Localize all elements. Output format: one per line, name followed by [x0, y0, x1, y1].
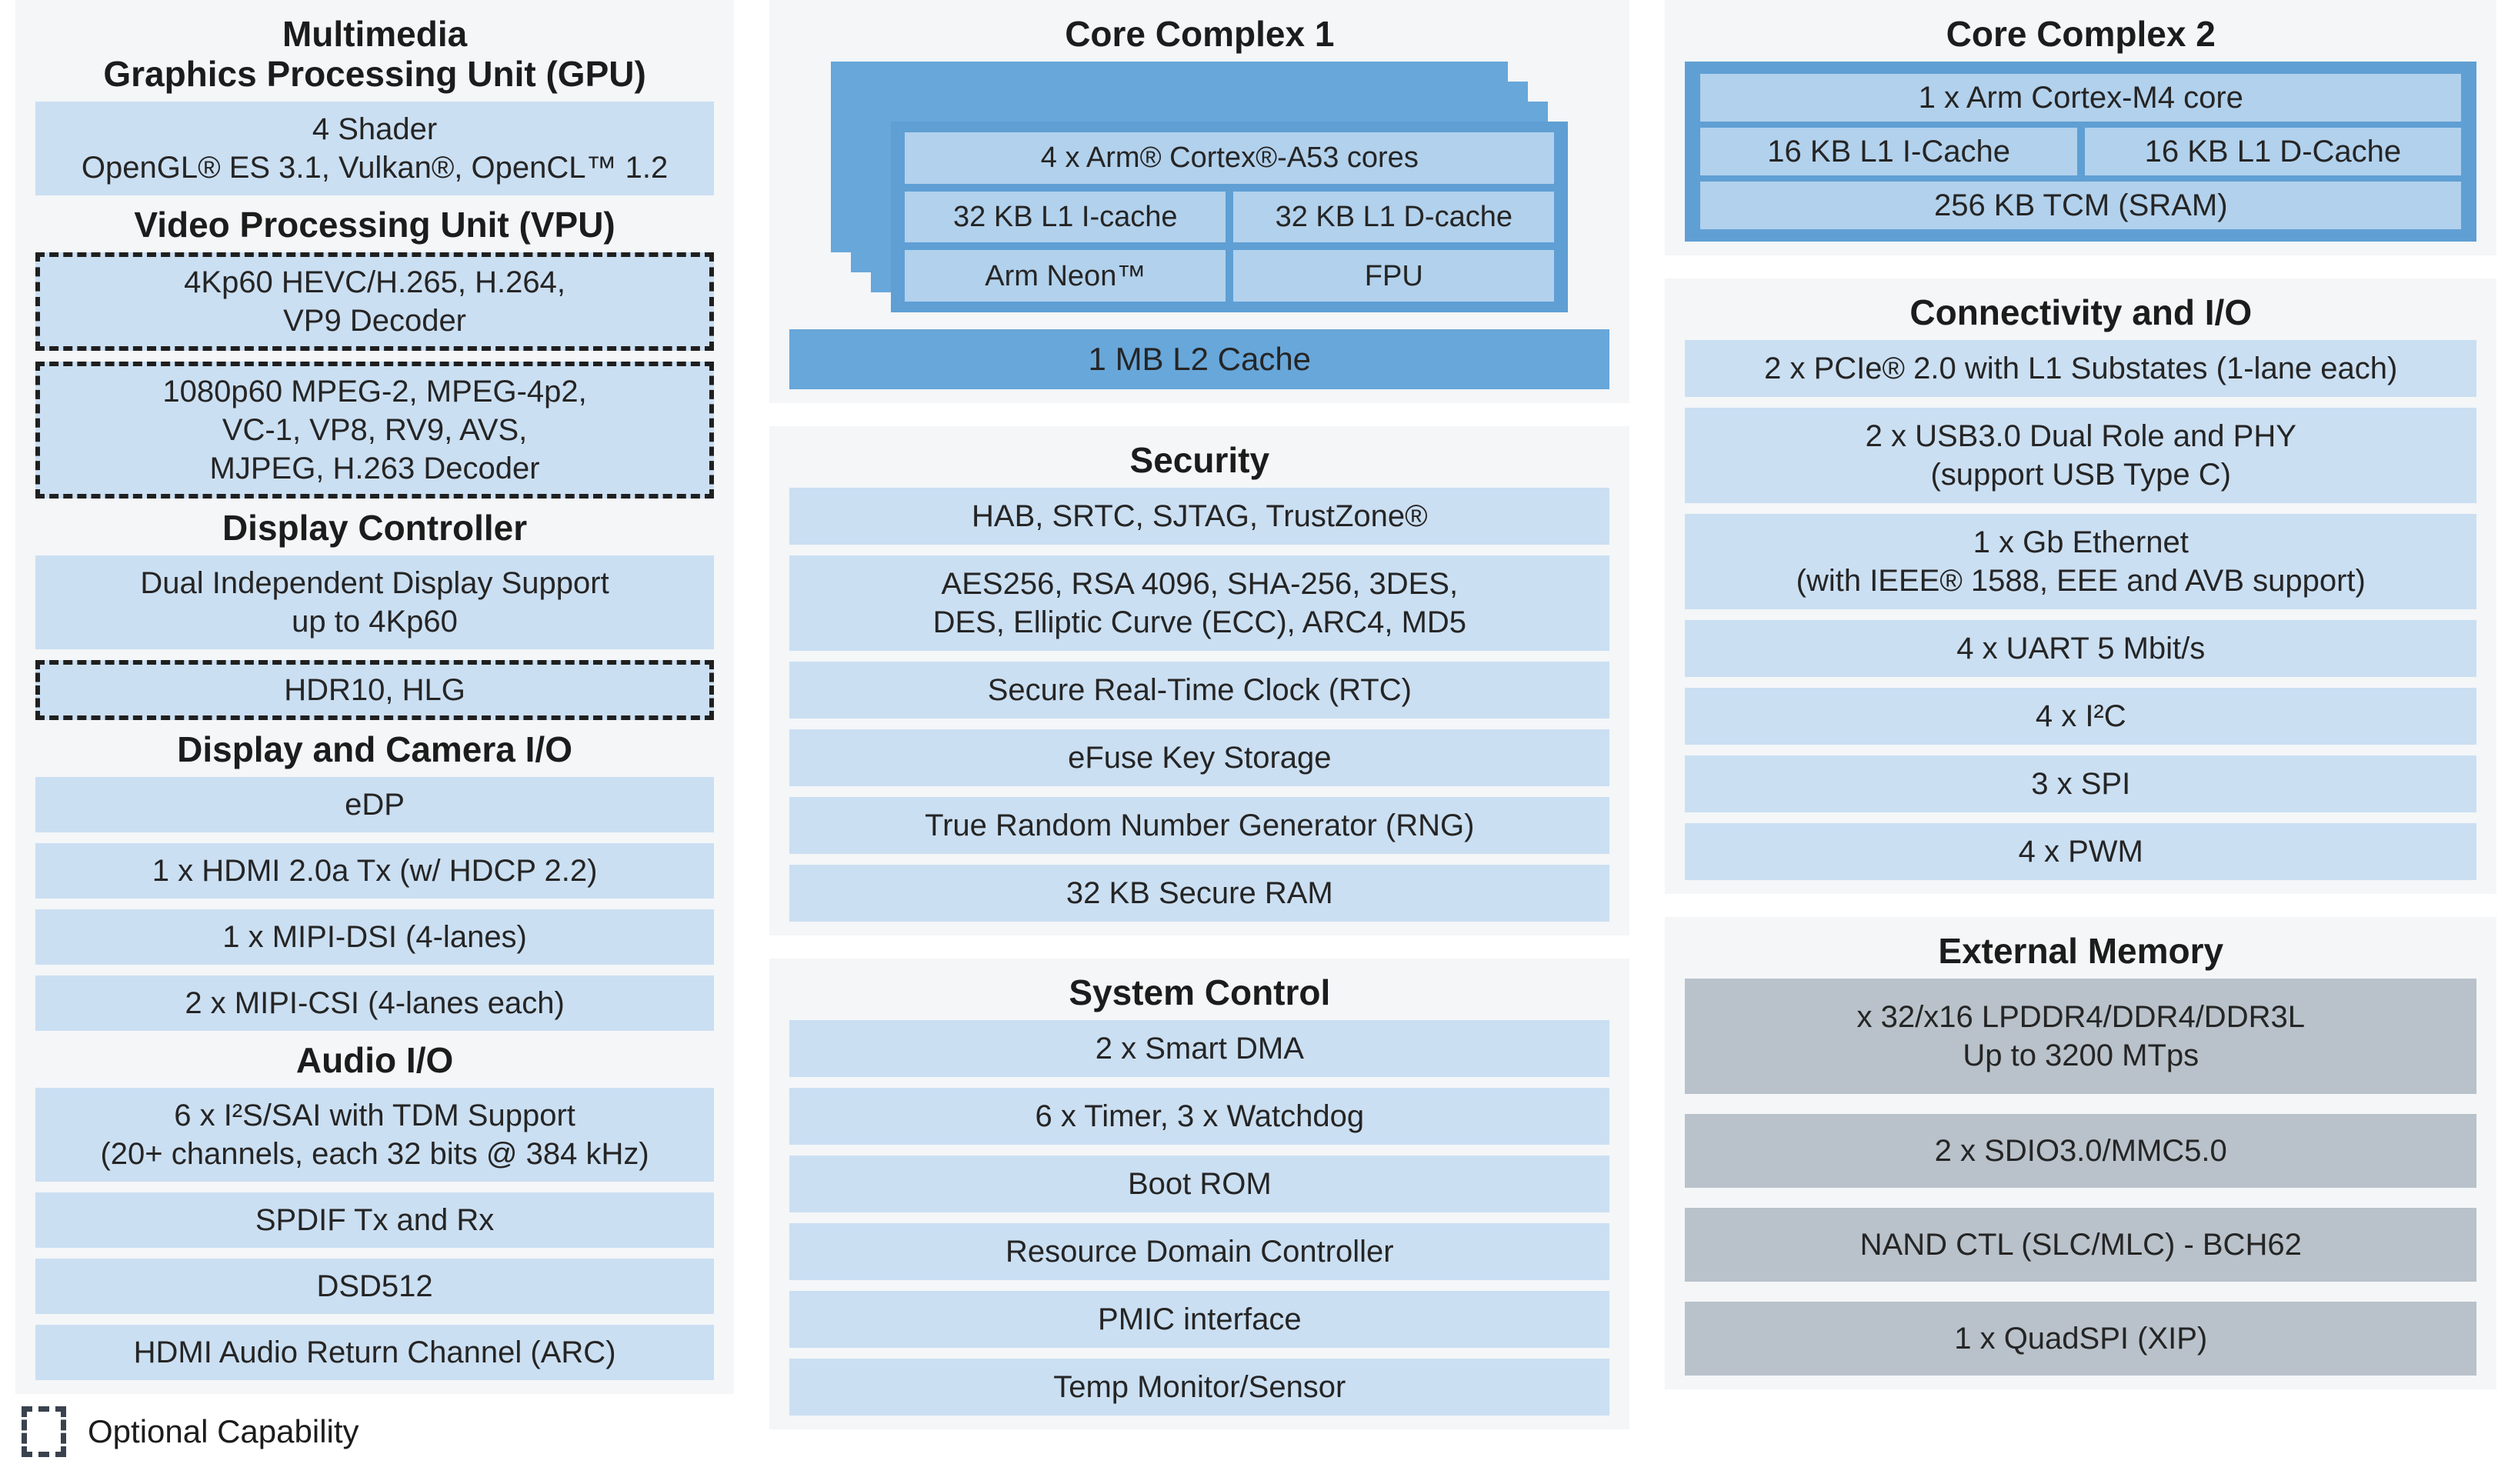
section-title-display-camera-io: Display and Camera I/O [177, 729, 572, 769]
feature-box-l2-cache: 1 MB L2 Cache [789, 329, 1610, 389]
feature-box-resource-domain-controller: Resource Domain Controller [789, 1223, 1610, 1280]
legend-label: Optional Capability [88, 1413, 359, 1449]
feature-box-smart-dma: 2 x Smart DMA [789, 1020, 1610, 1077]
feature-box-lpddr4: x 32/x16 LPDDR4/DDR4/DDR3L Up to 3200 MT… [1685, 979, 2476, 1094]
panel-system-control: System Control 2 x Smart DMA 6 x Timer, … [769, 959, 1630, 1429]
column-core2-connectivity-memory: Core Complex 2 1 x Arm Cortex-M4 core 16… [1665, 0, 2496, 1484]
feature-box-usb3: 2 x USB3.0 Dual Role and PHY (support US… [1685, 408, 2476, 503]
feature-box-secure-rtc: Secure Real-Time Clock (RTC) [789, 662, 1610, 719]
feature-box-timer-watchdog: 6 x Timer, 3 x Watchdog [789, 1088, 1610, 1145]
feature-box-efuse: eFuse Key Storage [789, 729, 1610, 786]
feature-box-spdif: SPDIF Tx and Rx [35, 1192, 715, 1248]
feature-box-edp: eDP [35, 777, 715, 832]
feature-box-m4-dcache: 16 KB L1 D-Cache [2084, 128, 2462, 175]
cortex-a53-core-stack: 4 x Arm® Cortex®-A53 cores 32 KB L1 I-ca… [831, 62, 1569, 312]
simd-fpu-row: Arm Neon™ FPU [905, 250, 1555, 302]
section-title-core-complex-1: Core Complex 1 [1065, 14, 1335, 54]
feature-box-pwm: 4 x PWM [1685, 823, 2476, 880]
feature-box-boot-rom: Boot ROM [789, 1156, 1610, 1212]
feature-box-crypto: AES256, RSA 4096, SHA-256, 3DES, DES, El… [789, 555, 1610, 651]
section-title-connectivity-io: Connectivity and I/O [1909, 292, 2253, 332]
panel-multimedia: Multimedia Graphics Processing Unit (GPU… [15, 0, 735, 1394]
panel-connectivity-io: Connectivity and I/O 2 x PCIe® 2.0 with … [1665, 278, 2496, 894]
panel-external-memory: External Memory x 32/x16 LPDDR4/DDR4/DDR… [1665, 917, 2496, 1389]
panel-security: Security HAB, SRTC, SJTAG, TrustZone® AE… [769, 426, 1630, 935]
feature-box-i2c: 4 x I²C [1685, 688, 2476, 745]
cache-row: 32 KB L1 I-cache 32 KB L1 D-cache [905, 191, 1555, 243]
feature-box-fpu: FPU [1233, 250, 1555, 302]
section-title-external-memory: External Memory [1938, 931, 2224, 971]
feature-box-spi: 3 x SPI [1685, 755, 2476, 812]
feature-box-gb-ethernet: 1 x Gb Ethernet (with IEEE® 1588, EEE an… [1685, 514, 2476, 609]
section-title-gpu: Multimedia Graphics Processing Unit (GPU… [103, 14, 646, 94]
feature-box-tcm-sram: 256 KB TCM (SRAM) [1700, 182, 2461, 229]
core-stack-front-card: 4 x Arm® Cortex®-A53 cores 32 KB L1 I-ca… [891, 122, 1569, 312]
feature-box-sdio-mmc: 2 x SDIO3.0/MMC5.0 [1685, 1114, 2476, 1188]
panel-core-complex-2: Core Complex 2 1 x Arm Cortex-M4 core 16… [1665, 0, 2496, 255]
feature-box-temp-monitor: Temp Monitor/Sensor [789, 1359, 1610, 1416]
feature-box-hdmi: 1 x HDMI 2.0a Tx (w/ HDCP 2.2) [35, 843, 715, 899]
feature-box-mipi-dsi: 1 x MIPI-DSI (4-lanes) [35, 909, 715, 965]
cortex-m4-card: 1 x Arm Cortex-M4 core 16 KB L1 I-Cache … [1685, 62, 2476, 242]
feature-box-pcie: 2 x PCIe® 2.0 with L1 Substates (1-lane … [1685, 340, 2476, 397]
column-core-security-system: Core Complex 1 4 x Arm® Cortex®-A53 core… [769, 0, 1630, 1484]
section-title-display-controller: Display Controller [222, 508, 528, 548]
section-title-audio-io: Audio I/O [295, 1040, 454, 1080]
feature-box-l1-dcache: 32 KB L1 D-cache [1233, 191, 1555, 243]
feature-box-hdr10-hlg: HDR10, HLG [35, 660, 715, 720]
feature-box-mipi-csi: 2 x MIPI-CSI (4-lanes each) [35, 975, 715, 1031]
m4-cache-row: 16 KB L1 I-Cache 16 KB L1 D-Cache [1700, 128, 2462, 175]
feature-box-rng: True Random Number Generator (RNG) [789, 797, 1610, 854]
panel-core-complex-1: Core Complex 1 4 x Arm® Cortex®-A53 core… [769, 0, 1630, 403]
optional-capability-dashed-icon [22, 1406, 66, 1457]
feature-box-hab-trustzone: HAB, SRTC, SJTAG, TrustZone® [789, 488, 1610, 545]
feature-box-m4-icache: 16 KB L1 I-Cache [1700, 128, 2077, 175]
feature-box-a53-cores: 4 x Arm® Cortex®-A53 cores [905, 132, 1555, 184]
feature-box-m4-core: 1 x Arm Cortex-M4 core [1700, 74, 2461, 122]
feature-box-dual-display: Dual Independent Display Support up to 4… [35, 555, 715, 649]
feature-box-vpu-4k-decoder: 4Kp60 HEVC/H.265, H.264, VP9 Decoder [35, 252, 715, 351]
feature-box-uart: 4 x UART 5 Mbit/s [1685, 620, 2476, 677]
feature-box-gpu-shader: 4 Shader OpenGL® ES 3.1, Vulkan®, OpenCL… [35, 102, 715, 195]
feature-box-arm-neon: Arm Neon™ [905, 250, 1226, 302]
feature-box-pmic-interface: PMIC interface [789, 1291, 1610, 1348]
feature-box-hdmi-arc: HDMI Audio Return Channel (ARC) [35, 1325, 715, 1380]
feature-box-secure-ram: 32 KB Secure RAM [789, 865, 1610, 922]
feature-box-vpu-1080p-decoder: 1080p60 MPEG-2, MPEG-4p2, VC-1, VP8, RV9… [35, 362, 715, 499]
feature-box-i2s-sai: 6 x I²S/SAI with TDM Support (20+ channe… [35, 1088, 715, 1182]
section-title-vpu: Video Processing Unit (VPU) [134, 205, 615, 245]
section-title-system-control: System Control [1069, 972, 1331, 1012]
section-title-security: Security [1129, 440, 1270, 480]
feature-box-dsd512: DSD512 [35, 1259, 715, 1314]
section-title-core-complex-2: Core Complex 2 [1946, 14, 2216, 54]
feature-box-nand-ctl: NAND CTL (SLC/MLC) - BCH62 [1685, 1208, 2476, 1282]
feature-box-quadspi: 1 x QuadSPI (XIP) [1685, 1302, 2476, 1376]
feature-box-l1-icache: 32 KB L1 I-cache [905, 191, 1226, 243]
column-multimedia: Multimedia Graphics Processing Unit (GPU… [15, 0, 735, 1484]
legend-optional-capability: Optional Capability [22, 1406, 734, 1457]
